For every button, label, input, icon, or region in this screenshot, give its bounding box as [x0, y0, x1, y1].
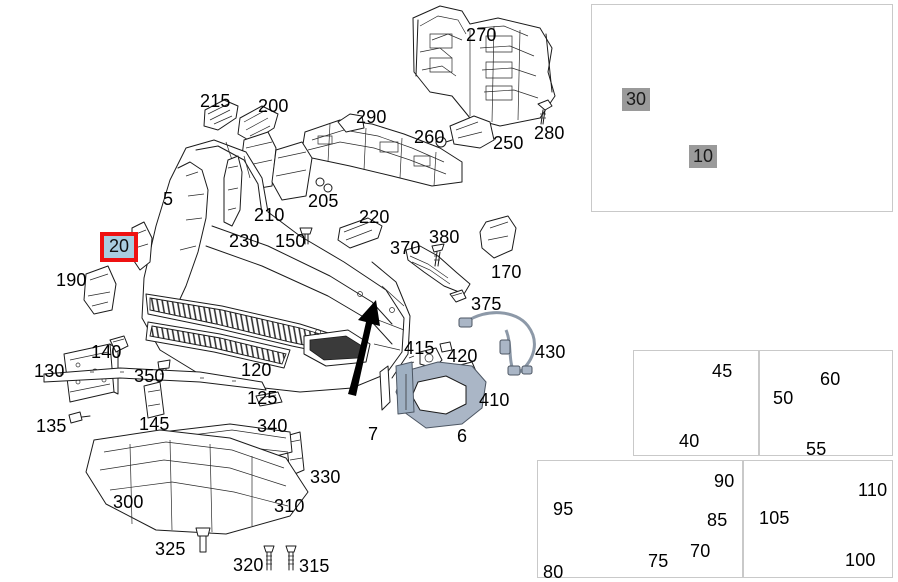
part-380-art: [431, 243, 445, 267]
part-135-art: [68, 411, 91, 424]
part-7-art: [379, 365, 391, 411]
callout-200[interactable]: 200: [258, 96, 289, 116]
callout-110[interactable]: 110: [858, 480, 888, 500]
callout-415[interactable]: 415: [404, 338, 435, 358]
callout-145[interactable]: 145: [139, 414, 170, 434]
callout-310[interactable]: 310: [274, 496, 305, 516]
part-250-art: [449, 115, 495, 149]
part-5-bumper-cover-art: [141, 139, 411, 393]
callout-220[interactable]: 220: [359, 207, 390, 227]
callout-315[interactable]: 315: [299, 556, 330, 576]
callout-50[interactable]: 50: [773, 388, 794, 408]
part-270-art: [412, 5, 556, 127]
callout-290[interactable]: 290: [356, 107, 387, 127]
part-315-art: [285, 545, 297, 571]
callout-325[interactable]: 325: [155, 539, 186, 559]
callout-370[interactable]: 370: [390, 238, 421, 258]
callout-130[interactable]: 130: [34, 361, 65, 381]
part-325-art: [195, 527, 211, 553]
part-320-art: [263, 545, 275, 571]
part-330-art: [285, 431, 305, 477]
part-230-art: [223, 155, 243, 227]
assembly-direction-arrow-art: [348, 300, 380, 396]
callout-80[interactable]: 80: [543, 562, 564, 582]
panel-grille-variant-right: [759, 350, 893, 456]
callout-300[interactable]: 300: [113, 492, 144, 512]
callout-230[interactable]: 230: [229, 231, 260, 251]
panel-grille-variant-left: [633, 350, 759, 456]
callout-70[interactable]: 70: [690, 541, 711, 561]
part-190-art: [83, 265, 117, 315]
callout-90[interactable]: 90: [714, 471, 735, 491]
callout-330[interactable]: 330: [310, 467, 341, 487]
callout-250[interactable]: 250: [493, 133, 524, 153]
callout-260[interactable]: 260: [414, 127, 445, 147]
callout-7[interactable]: 7: [368, 424, 379, 444]
part-375-art: [449, 289, 467, 303]
callout-375[interactable]: 375: [471, 294, 502, 314]
callout-105[interactable]: 105: [759, 508, 790, 528]
part-170-art: [479, 215, 517, 259]
callout-420[interactable]: 420: [447, 346, 478, 366]
callout-380[interactable]: 380: [429, 227, 460, 247]
part-145-art: [143, 381, 165, 419]
callout-140[interactable]: 140: [91, 342, 122, 362]
callout-350[interactable]: 350: [134, 366, 165, 386]
callout-135[interactable]: 135: [36, 416, 67, 436]
panel-lower-grille-variant-amg: [537, 460, 743, 578]
callout-60[interactable]: 60: [820, 369, 841, 389]
part-6-art: [395, 361, 487, 429]
callout-45[interactable]: 45: [712, 361, 733, 381]
callout-320[interactable]: 320: [233, 555, 264, 575]
callout-150[interactable]: 150: [275, 231, 306, 251]
callout-95[interactable]: 95: [553, 499, 574, 519]
callout-215[interactable]: 215: [200, 91, 231, 111]
callout-30-chip[interactable]: 30: [622, 88, 651, 111]
callout-75[interactable]: 75: [648, 551, 669, 571]
callout-210[interactable]: 210: [254, 205, 285, 225]
part-300-art: [85, 429, 309, 535]
part-200-art: [237, 105, 279, 191]
callout-55[interactable]: 55: [806, 439, 827, 459]
callout-270[interactable]: 270: [466, 25, 497, 45]
callout-20-selected[interactable]: 20: [100, 232, 139, 262]
callout-340[interactable]: 340: [257, 416, 288, 436]
callout-100[interactable]: 100: [845, 550, 876, 570]
callout-85[interactable]: 85: [707, 510, 728, 530]
callout-430[interactable]: 430: [535, 342, 566, 362]
panel-lower-grille-variant-mesh: [743, 460, 893, 578]
callout-205[interactable]: 205: [308, 191, 339, 211]
callout-6[interactable]: 6: [457, 426, 468, 446]
callout-40[interactable]: 40: [679, 431, 700, 451]
callout-170[interactable]: 170: [491, 262, 522, 282]
callout-190[interactable]: 190: [56, 270, 87, 290]
part-280-art: [537, 99, 553, 125]
callout-5[interactable]: 5: [163, 189, 174, 209]
callout-410[interactable]: 410: [479, 390, 510, 410]
callout-120[interactable]: 120: [241, 360, 272, 380]
callout-125[interactable]: 125: [247, 388, 278, 408]
callout-10-chip[interactable]: 10: [689, 145, 718, 168]
callout-280[interactable]: 280: [534, 123, 565, 143]
